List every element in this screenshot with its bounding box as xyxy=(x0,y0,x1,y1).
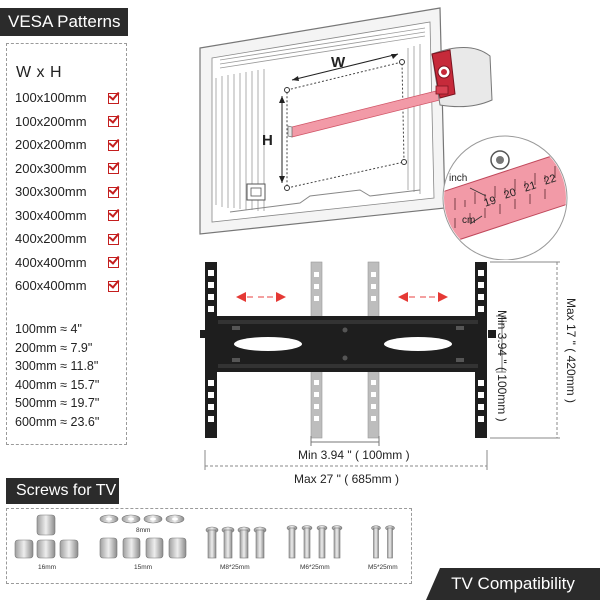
min-width-dimension xyxy=(310,436,380,446)
screws-header: Screws for TV xyxy=(6,478,119,504)
vent-grill-top xyxy=(219,27,426,69)
conversion-item: 200mm ≈ 7.9" xyxy=(15,340,93,355)
vesa-pattern-label: 400x200mm xyxy=(15,231,87,247)
vesa-pattern-label: 400x400mm xyxy=(15,254,87,270)
screw-size-label: 8mm xyxy=(136,527,151,534)
conversion-item: 400mm ≈ 15.7" xyxy=(15,377,100,392)
checkbox-checked-icon xyxy=(108,92,120,104)
screw-size-label: 15mm xyxy=(134,564,153,571)
vesa-pattern-item: 200x300mm xyxy=(15,157,120,181)
conversion-item: 600mm ≈ 23.6" xyxy=(15,414,100,429)
screw-size-label: M8*25mm xyxy=(220,564,250,571)
vesa-pattern-label: 600x400mm xyxy=(15,278,87,294)
checkbox-checked-icon xyxy=(108,280,120,292)
screw-size-label: 16mm xyxy=(38,564,57,571)
conversion-item: 300mm ≈ 11.8" xyxy=(15,359,99,374)
vesa-pattern-label: 200x200mm xyxy=(15,137,87,153)
vesa-pattern-list: 100x100mm 100x200mm 200x200mm 200x300mm … xyxy=(15,86,120,298)
checkbox-checked-icon xyxy=(108,233,120,245)
min-height-label: Min 3.94 " ( 100mm ) xyxy=(495,310,509,422)
tv-compatibility-label: TV Compatibility xyxy=(451,574,575,593)
tape-inch-label: inch xyxy=(449,173,468,184)
max-width-label: Max 27 " ( 685mm ) xyxy=(294,472,399,486)
conversion-item: 500mm ≈ 19.7" xyxy=(15,396,100,411)
checkbox-checked-icon xyxy=(108,115,120,128)
max-height-dimension xyxy=(490,261,560,439)
vesa-pattern-label: 100x200mm xyxy=(15,113,87,129)
checkbox-checked-icon xyxy=(108,186,120,198)
vent-grill-right xyxy=(407,44,421,194)
mm-inch-conversion-list: 100mm ≈ 4" 200mm ≈ 7.9" 300mm ≈ 11.8" 40… xyxy=(15,320,99,432)
vesa-pattern-item: 300x300mm xyxy=(15,180,120,204)
vesa-pattern-item: 400x400mm xyxy=(15,251,120,275)
vesa-pattern-label: 300x300mm xyxy=(15,184,87,200)
min-width-label: Min 3.94 " ( 100mm ) xyxy=(298,448,410,462)
vesa-pattern-item: 400x200mm xyxy=(15,227,120,251)
tv-rear-diagram xyxy=(199,7,568,260)
wxh-heading: W x H xyxy=(16,64,63,81)
max-height-label: Max 17 " ( 420mm ) xyxy=(564,298,578,403)
min-height-dimension xyxy=(496,315,506,373)
checkbox-checked-icon xyxy=(108,139,120,151)
checkbox-checked-icon xyxy=(108,162,120,175)
max-width-dimension xyxy=(204,450,488,470)
screw-m5-icon xyxy=(371,525,395,559)
tv-compatibility-banner xyxy=(426,568,600,600)
spacer-16mm-icon xyxy=(14,514,79,559)
tape-cm-label: cm xyxy=(462,215,476,226)
checkbox-checked-icon xyxy=(108,256,120,269)
vesa-pattern-item: 200x200mm xyxy=(15,133,120,157)
screw-size-label: M6*25mm xyxy=(300,564,330,571)
vesa-patterns-header: VESA Patterns xyxy=(0,8,128,36)
vesa-pattern-label: 300x400mm xyxy=(15,207,87,223)
checkbox-checked-icon xyxy=(108,209,120,222)
vesa-pattern-item: 100x200mm xyxy=(15,110,120,134)
screw-size-label: M5*25mm xyxy=(368,564,398,571)
screw-m8-icon xyxy=(205,526,267,559)
slide-arrow-icon xyxy=(236,292,448,302)
mount-bracket-diagram xyxy=(200,261,560,470)
vesa-pattern-item: 100x100mm xyxy=(15,86,120,110)
vesa-patterns-box xyxy=(6,43,127,445)
vesa-pattern-label: 100x100mm xyxy=(15,90,87,106)
screws-box xyxy=(6,508,412,584)
vesa-pattern-item: 600x400mm xyxy=(15,274,120,298)
height-label: H xyxy=(262,132,273,149)
spacer-15mm-icon xyxy=(99,537,187,559)
width-arrow xyxy=(291,53,399,81)
screw-m6-icon xyxy=(286,525,343,559)
tape-measure-icon xyxy=(431,47,493,108)
tape-magnifier-icon xyxy=(442,135,568,260)
vesa-pattern-item: 300x400mm xyxy=(15,204,120,228)
conversion-item: 100mm ≈ 4" xyxy=(15,322,82,336)
washer-8mm-icon xyxy=(99,514,185,524)
width-label: W xyxy=(331,54,346,71)
vesa-pattern-label: 200x300mm xyxy=(15,160,87,176)
screws-illustration xyxy=(14,514,395,559)
